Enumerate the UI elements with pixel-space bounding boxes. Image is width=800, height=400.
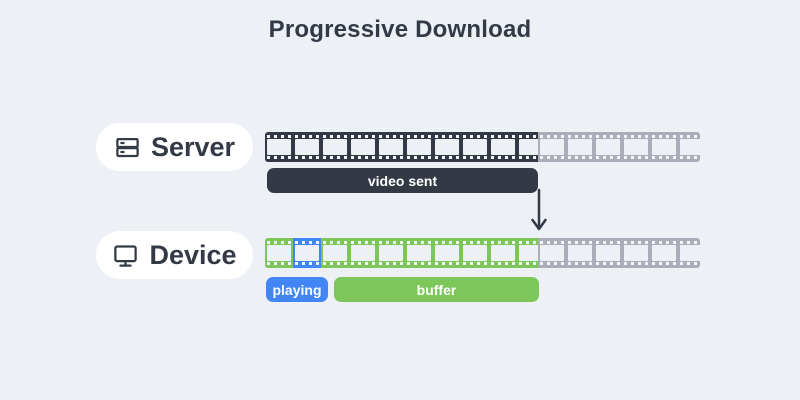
film-frame-window [463,139,487,155]
film-frame-window [323,245,347,261]
server-label-pill: Server [96,123,253,171]
server-label: Server [150,131,236,162]
film-frame [650,238,678,268]
film-frame-window [568,139,592,155]
film-frame-window [680,139,700,155]
film-frame [566,238,594,268]
film-frame-window [267,245,291,261]
film-frame [622,132,650,162]
filmstrip-sent-segment [265,132,538,162]
film-frame-window [435,139,459,155]
film-frame [622,238,650,268]
film-frame [349,238,377,268]
film-frame [433,238,461,268]
device-label-pill: Device [96,231,253,279]
film-frame [293,132,321,162]
film-frame-window [596,139,620,155]
film-frame-window [540,245,564,261]
film-frame-window [463,245,487,261]
film-frame-window [351,139,375,155]
film-frame-window [491,139,515,155]
device-label: Device [149,239,237,270]
film-frame-window [295,139,319,155]
film-frame-window [407,245,431,261]
film-frame [566,132,594,162]
filmstrip-buffered-segment [265,238,538,268]
film-frame [538,132,566,162]
film-frame [517,132,538,162]
film-frame-window [680,245,700,261]
monitor-icon [114,244,138,267]
film-frame [377,238,405,268]
film-frame-window [519,245,538,261]
film-frame [321,132,349,162]
film-frame [538,238,566,268]
playing-badge: playing [266,277,328,302]
film-frame [461,132,489,162]
film-frame [678,132,700,162]
film-frame-window [624,139,648,155]
film-frame [650,132,678,162]
film-frame-window [624,245,648,261]
film-frame-window [568,245,592,261]
film-frame-window [407,139,431,155]
film-frame-window [379,245,403,261]
film-frame-window [435,245,459,261]
video-sent-badge: video sent [267,168,538,193]
filmstrip-not-downloaded-segment [538,238,700,268]
playing-frame [293,238,321,268]
filmstrip-unsent-segment [538,132,700,162]
film-frame-window [491,245,515,261]
film-frame [321,238,349,268]
film-frame [461,238,489,268]
film-frame [594,238,622,268]
film-frame [678,238,700,268]
film-frame [433,132,461,162]
film-frame [405,238,433,268]
buffer-badge: buffer [334,277,539,302]
film-frame-window [267,139,291,155]
film-frame-window [351,245,375,261]
film-frame [265,238,293,268]
film-frame-window [652,139,676,155]
film-frame [489,132,517,162]
film-frame [265,132,293,162]
film-frame [377,132,405,162]
film-frame [405,132,433,162]
device-filmstrip [265,238,700,268]
page-title: Progressive Download [268,16,532,43]
film-frame [594,132,622,162]
arrow-down-icon [531,188,547,231]
film-frame [517,238,538,268]
film-frame-window [519,139,538,155]
film-frame-window [540,139,564,155]
film-frame-window [379,139,403,155]
film-frame-window [652,245,676,261]
film-frame-window [596,245,620,261]
server-rack-icon [116,137,139,157]
film-frame-window [295,245,319,261]
film-frame [489,238,517,268]
server-filmstrip [265,132,700,162]
film-frame-window [323,139,347,155]
film-frame [349,132,377,162]
